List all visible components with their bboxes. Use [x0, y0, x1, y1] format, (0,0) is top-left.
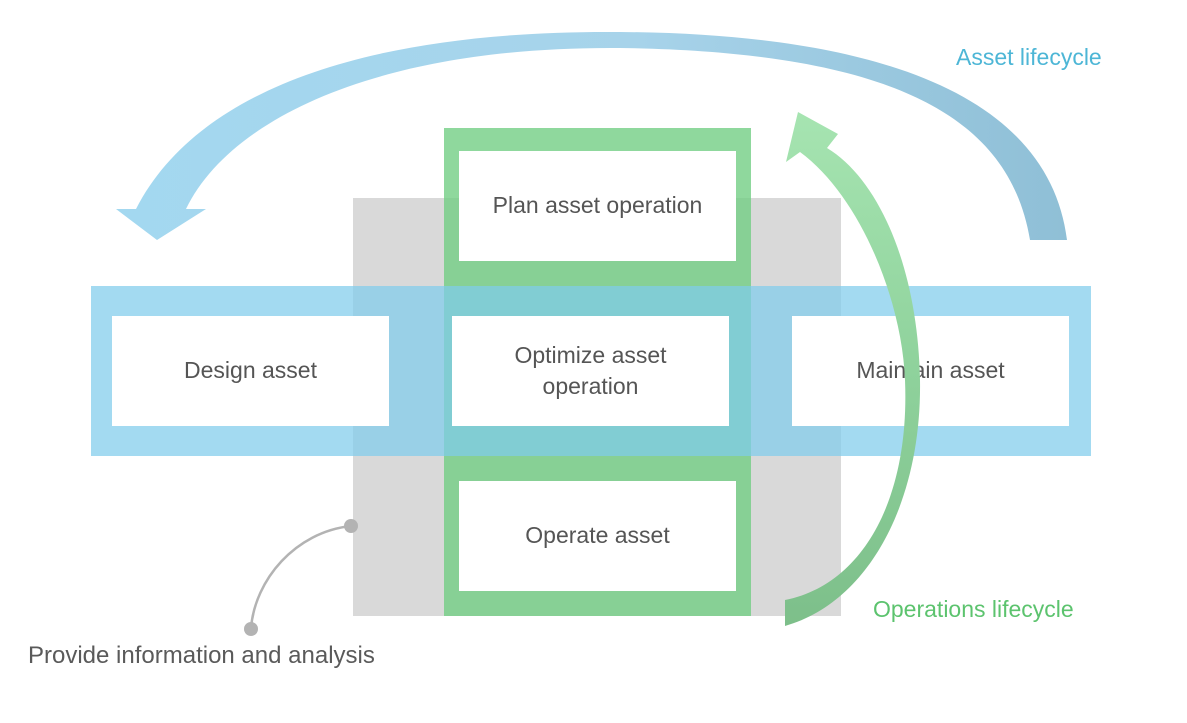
- information-connector-end-dot: [244, 622, 258, 636]
- optimize-asset-operation-box: Optimize asset operation: [452, 316, 729, 426]
- asset-lifecycle-label: Asset lifecycle: [956, 44, 1102, 70]
- maintain-asset-box: Maintain asset: [792, 316, 1069, 426]
- information-connector: [249, 524, 352, 629]
- design-asset-box: Design asset: [112, 316, 389, 426]
- information-analysis-label: Provide information and analysis: [28, 642, 375, 669]
- operate-asset-box: Operate asset: [459, 481, 736, 591]
- asset-lifecycle-arrow: [116, 31, 1067, 240]
- information-connector-start-dot: [344, 519, 358, 533]
- plan-asset-operation-box: Plan asset operation: [459, 151, 736, 261]
- operations-lifecycle-arrow: [785, 112, 921, 626]
- operations-lifecycle-label: Operations lifecycle: [873, 596, 1074, 622]
